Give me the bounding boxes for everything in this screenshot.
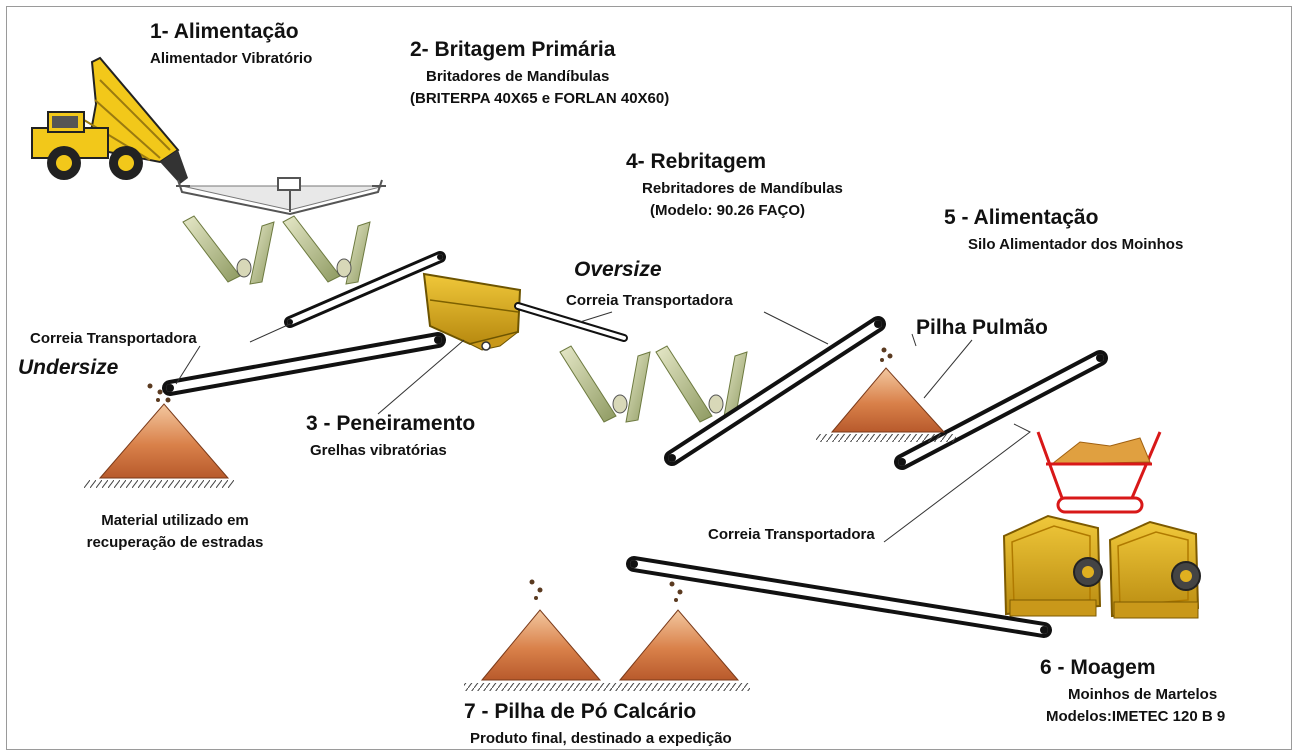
leader-lines — [175, 311, 1031, 543]
vibrating-screen-icon — [422, 272, 522, 351]
step4-model: (Modelo: 90.26 FAÇO) — [650, 202, 806, 219]
undersize-use-line1: Material utilizado em — [101, 512, 249, 529]
vibrating-feeder-icon — [176, 177, 386, 216]
buffer-pile-label: Pilha Pulmão — [916, 316, 1048, 339]
step3-title: 3 - Peneiramento — [306, 412, 476, 435]
belt-label-bottom: Correia Transportadora — [708, 526, 875, 543]
step4-title: 4- Rebritagem — [626, 150, 767, 173]
step1-title: 1- Alimentação — [150, 20, 299, 43]
step4-subtitle: Rebritadores de Mandíbulas — [642, 180, 843, 197]
step2-title: 2- Britagem Primária — [410, 38, 616, 61]
stockpile-icon — [84, 383, 234, 488]
step2-models: (BRITERPA 40X65 e FORLAN 40X60) — [410, 90, 670, 107]
belt-label-undersize: Correia Transportadora — [30, 330, 197, 347]
step5-title: 5 - Alimentação — [944, 206, 1099, 229]
stockpile-icon — [610, 581, 750, 691]
feed-silo-icon — [1036, 431, 1162, 514]
jaw-crusher-icon — [182, 215, 371, 285]
belt-label-oversize: Correia Transportadora — [566, 292, 733, 309]
jaw-crusher-icon — [559, 345, 748, 423]
step3-subtitle: Grelhas vibratórias — [310, 442, 447, 459]
conveyor-belt-icon — [514, 302, 628, 342]
stockpile-icon — [816, 347, 956, 442]
step7-title: 7 - Pilha de Pó Calcário — [464, 700, 697, 723]
dump-truck-icon — [31, 56, 188, 184]
step6-title: 6 - Moagem — [1040, 656, 1156, 679]
undersize-label: Undersize — [18, 356, 119, 379]
step5-subtitle: Silo Alimentador dos Moinhos — [968, 236, 1184, 253]
undersize-use-line2: recuperação de estradas — [86, 534, 264, 551]
step6-models: Modelos:IMETEC 120 B 9 — [1046, 708, 1226, 725]
hammer-mill-icon — [1002, 514, 1201, 619]
conveyor-belt-icon — [162, 332, 446, 396]
conveyor-belt-icon — [284, 251, 446, 328]
stockpile-icon — [464, 579, 612, 691]
conveyor-belt-icon — [664, 316, 886, 466]
conveyor-belt-icon — [894, 350, 1108, 470]
step7-subtitle: Produto final, destinado a expedição — [470, 730, 732, 747]
step1-subtitle: Alimentador Vibratório — [150, 50, 313, 67]
oversize-label: Oversize — [574, 258, 662, 281]
step2-subtitle: Britadores de Mandíbulas — [426, 68, 610, 85]
step6-subtitle: Moinhos de Martelos — [1068, 686, 1218, 703]
conveyor-belt-icon — [626, 556, 1052, 638]
